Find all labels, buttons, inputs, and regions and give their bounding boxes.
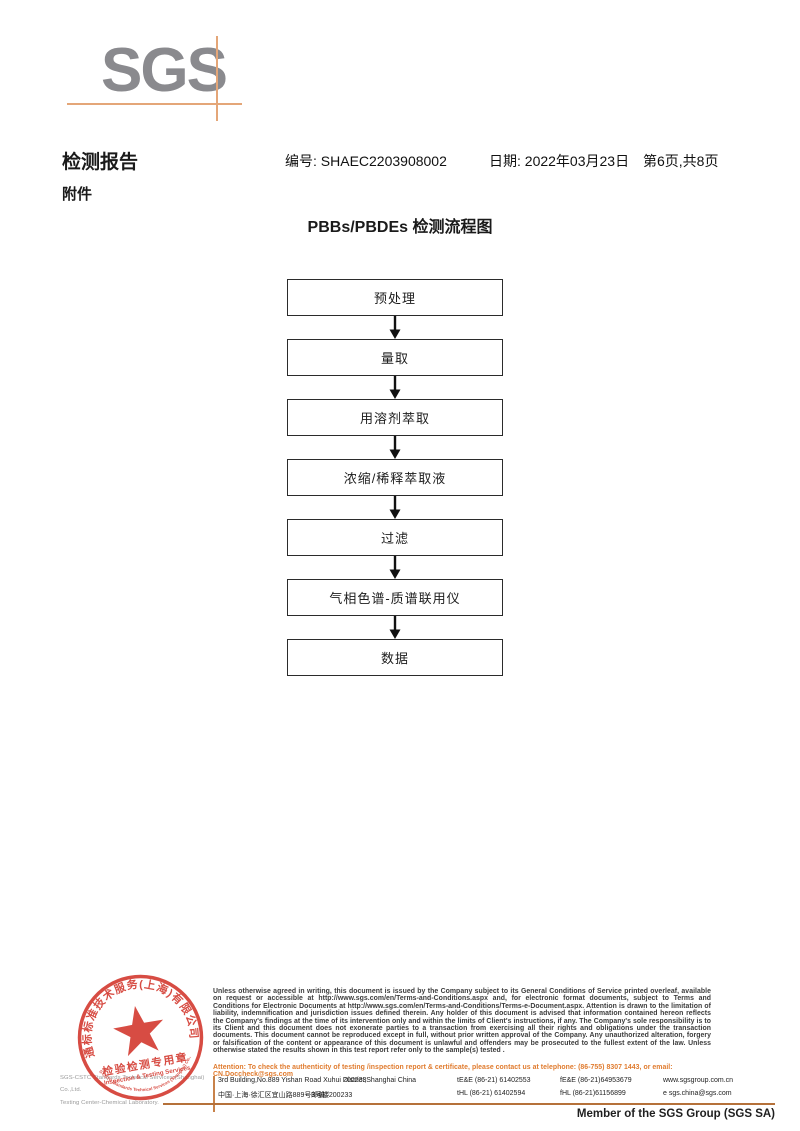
flow-step-measure: 量取 [287, 339, 503, 376]
arrow-down-icon [388, 436, 402, 459]
flow-step-pretreatment: 预处理 [287, 279, 503, 316]
sgs-member-line: Member of the SGS Group (SGS SA) [576, 1108, 775, 1120]
address-cn: 中国·上海·徐汇区宜山路889号3号楼 [218, 1091, 330, 1099]
logo-crosshair-horizontal [67, 103, 242, 105]
postcode-cn: 邮编: 200233 [311, 1091, 353, 1099]
flowchart-title: PBBs/PBDEs 检测流程图 [307, 219, 493, 236]
fax-cn: fHL (86-21)61156899 [560, 1089, 626, 1097]
red-star-icon [113, 1005, 164, 1057]
report-number: 编号: SHAEC2203908002 [285, 153, 447, 169]
arrow-down-icon [388, 616, 402, 639]
attachment-label: 附件 [62, 186, 93, 203]
lab-name-line2: Testing Center-Chemical Laboratory. [60, 1099, 159, 1106]
address-block: 3rd Building,No.889 Yishan Road Xuhui Di… [218, 1077, 775, 1102]
flow-step-data: 数据 [287, 639, 503, 676]
tel-cn: tHL (86-21) 61402594 [457, 1089, 526, 1097]
lab-name-line1: SGS-CSTC Standards Technical Services (S… [60, 1075, 205, 1094]
report-date: 日期: 2022年03月23日 [489, 153, 630, 169]
address-row-en: 3rd Building,No.889 Yishan Road Xuhui Di… [218, 1077, 775, 1090]
flow-step-solvent-extraction: 用溶剂萃取 [287, 399, 503, 436]
inspection-seal: 通标标准技术服务(上海)有限公司 检验检测专用章 Inspection & Te… [63, 960, 204, 1105]
website: www.sgsgroup.com.cn [663, 1077, 734, 1084]
page-indicator: 第6页,共8页 [643, 153, 719, 169]
arrow-down-icon [388, 556, 402, 579]
disclaimer-text: Unless otherwise agreed in writing, this… [213, 988, 711, 1055]
logo-crosshair-vertical [216, 36, 218, 121]
address-row-cn: 中国·上海·徐汇区宜山路889号3号楼 邮编: 200233 tHL (86-2… [218, 1090, 775, 1103]
flowchart: 预处理 量取 用溶剂萃取 浓缩/稀释萃取液 过滤 气相色谱-质谱联用仪 数据 [287, 279, 503, 676]
arrow-down-icon [388, 496, 402, 519]
footer-rule [163, 1103, 775, 1105]
address-en: 3rd Building,No.889 Yishan Road Xuhui Di… [218, 1077, 417, 1084]
email: e sgs.china@sgs.com [663, 1089, 732, 1097]
attention-text: Attention: To check the authenticity of … [213, 1064, 673, 1079]
arrow-down-icon [388, 376, 402, 399]
page-title: 检测报告 [62, 152, 139, 173]
postcode-en: 200233 [343, 1077, 367, 1084]
lab-name-lines: SGS-CSTC Standards Technical Services (S… [60, 1072, 220, 1109]
address-divider [213, 1076, 215, 1112]
tel-en: tE&E (86-21) 61402553 [457, 1077, 531, 1084]
flow-step-filter: 过滤 [287, 519, 503, 556]
fax-en: fE&E (86-21)64953679 [560, 1077, 632, 1084]
flow-step-concentrate-dilute: 浓缩/稀释萃取液 [287, 459, 503, 496]
flow-step-gcms: 气相色谱-质谱联用仪 [287, 579, 503, 616]
sgs-logo: SGS [101, 36, 228, 105]
arrow-down-icon [388, 316, 402, 339]
